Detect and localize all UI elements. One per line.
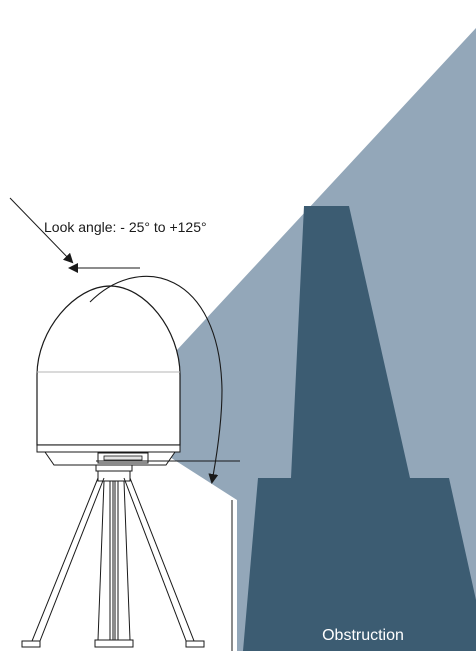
look-angle-leader-line xyxy=(9,197,74,264)
look-angle-arc xyxy=(89,275,223,484)
look-angle-label: Look angle: - 25° to +125° xyxy=(44,219,207,235)
antenna-radome xyxy=(36,285,181,466)
antenna-tripod-mast xyxy=(21,464,205,648)
obstruction-label: Obstruction xyxy=(322,627,404,644)
obstruction-shape xyxy=(243,206,476,651)
